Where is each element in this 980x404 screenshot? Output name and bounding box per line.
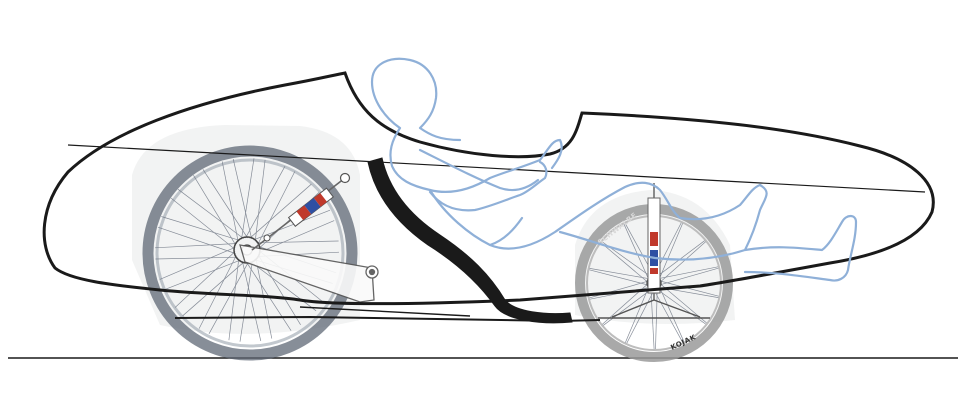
rider-torso-and-thigh bbox=[428, 181, 762, 250]
shell-chine-line bbox=[67, 144, 926, 193]
spoke bbox=[241, 158, 255, 240]
spoke bbox=[159, 246, 236, 280]
spoke bbox=[163, 259, 241, 291]
spoke bbox=[161, 216, 240, 241]
spoke bbox=[601, 242, 649, 283]
front-suspension-strut bbox=[598, 183, 710, 319]
rider-outline bbox=[370, 57, 858, 282]
spoke bbox=[202, 169, 248, 239]
spoke bbox=[257, 171, 296, 245]
spoke bbox=[659, 241, 706, 283]
spoke bbox=[659, 280, 719, 297]
spoke bbox=[174, 251, 236, 308]
spoke bbox=[658, 266, 719, 280]
spoke bbox=[659, 267, 719, 286]
spoke bbox=[221, 161, 239, 242]
spoke bbox=[653, 288, 684, 343]
spoke bbox=[241, 261, 262, 342]
spoke bbox=[258, 220, 335, 254]
spoke bbox=[193, 175, 237, 246]
spoke bbox=[157, 226, 236, 254]
spoke bbox=[623, 224, 650, 281]
shell-belly-line-inner bbox=[299, 306, 471, 317]
spoke bbox=[154, 243, 237, 249]
spoke bbox=[170, 197, 236, 250]
spoke bbox=[626, 288, 656, 344]
rider-leg bbox=[558, 183, 858, 282]
shell-outline bbox=[42, 71, 935, 306]
spoke bbox=[658, 223, 683, 280]
spoke bbox=[256, 240, 339, 244]
seat bbox=[367, 157, 573, 324]
spoke bbox=[155, 256, 238, 260]
rear-swing-arm bbox=[239, 244, 379, 303]
rider-arm bbox=[418, 148, 548, 212]
spoke bbox=[182, 261, 245, 317]
velomobile-shell bbox=[42, 71, 935, 323]
spoke bbox=[198, 255, 237, 329]
rider-head-and-back bbox=[370, 57, 563, 193]
spoke bbox=[232, 158, 253, 239]
spoke bbox=[625, 286, 650, 343]
spoke bbox=[177, 188, 244, 239]
spoke bbox=[589, 268, 650, 280]
spoke bbox=[255, 258, 273, 339]
spoke bbox=[249, 183, 312, 239]
spoke bbox=[228, 258, 240, 341]
spoke bbox=[254, 159, 266, 242]
spoke bbox=[603, 288, 653, 326]
spoke bbox=[250, 261, 317, 312]
spoke bbox=[208, 261, 249, 334]
rear-shock-absorber bbox=[251, 172, 351, 251]
spoke bbox=[239, 260, 253, 342]
spoke bbox=[589, 269, 649, 286]
spoke bbox=[658, 285, 685, 342]
spoke bbox=[245, 166, 286, 239]
shell-belly-line bbox=[174, 315, 601, 323]
